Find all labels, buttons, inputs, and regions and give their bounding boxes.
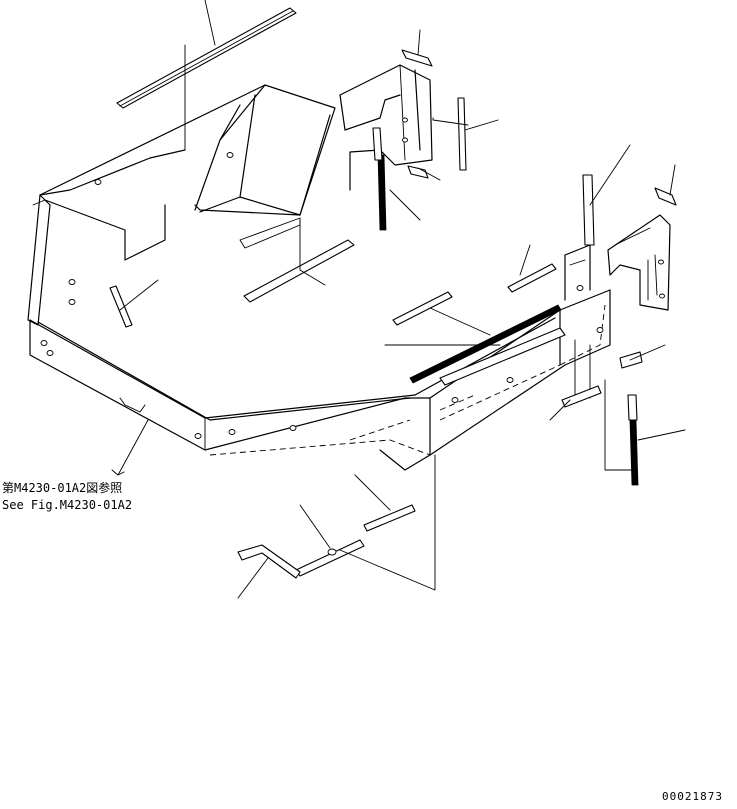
right-box <box>414 244 611 456</box>
reference-note-en: See Fig.M4230-01A2 <box>2 498 132 512</box>
far-right-bracket <box>607 214 671 311</box>
reference-note-ja: 第M4230-01A2図参照 <box>2 480 122 495</box>
leader-lines <box>111 0 686 599</box>
drawing-code: 00021873 <box>662 790 723 803</box>
upper-right-panel <box>339 64 433 191</box>
main-frame <box>27 84 431 471</box>
seal-strips <box>109 7 677 579</box>
